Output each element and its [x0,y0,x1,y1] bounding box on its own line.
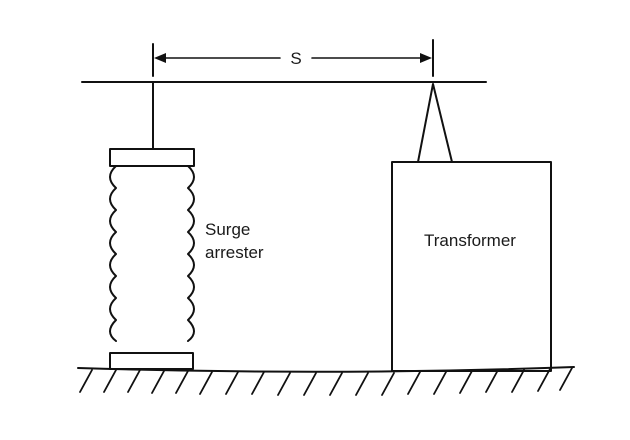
arrester-right-side [187,165,195,342]
transformer-tank [391,161,552,372]
ground-hatching [79,367,573,396]
ground-line [77,366,575,373]
transformer-bushing [417,83,453,163]
arrester-top-cap [109,148,195,167]
arrowhead-left [154,53,166,63]
dimension-marker [152,39,434,77]
arrester-label-line2: arrester [205,243,264,262]
arrester-left-side [109,165,117,342]
arrowhead-right [420,53,432,63]
arrester-label-line1: Surge [205,220,250,239]
arrester-bottom-cap [109,352,194,370]
dimension-label: S [290,49,301,68]
surge-arrester [109,148,195,370]
transformer-label: Transformer [424,231,516,250]
